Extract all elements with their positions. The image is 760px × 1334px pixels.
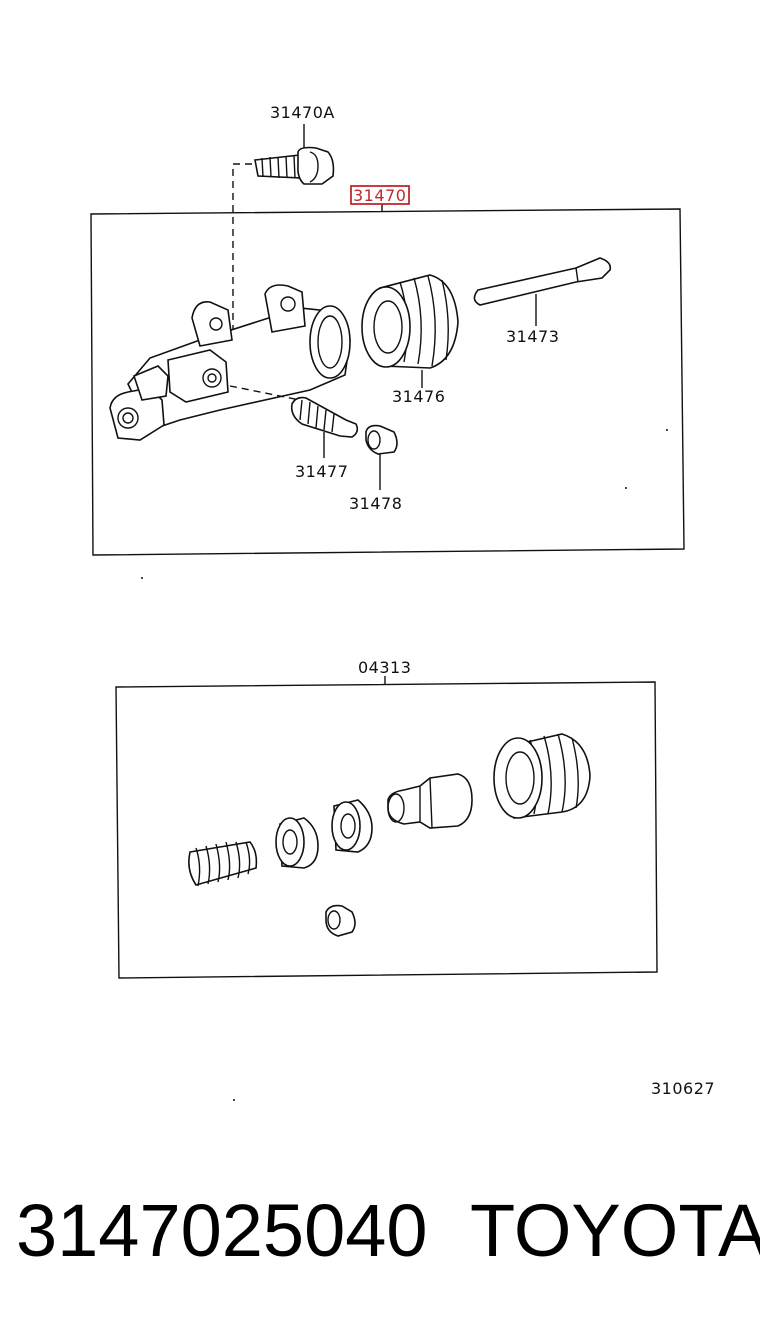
kit-boot-part [493, 733, 591, 819]
label-31477: 31477 [295, 462, 348, 481]
kit-cap-part [325, 904, 356, 937]
figure-code: 310627 [651, 1079, 715, 1098]
piston-part [387, 773, 473, 829]
repair-kit-group [115, 676, 658, 979]
label-31473: 31473 [506, 327, 559, 346]
seal-ring-part [331, 799, 373, 853]
boot-part [361, 274, 459, 388]
label-04313: 04313 [358, 658, 411, 677]
alignment-dash [232, 163, 252, 330]
label-31470A: 31470A [270, 103, 335, 122]
label-31478: 31478 [349, 494, 402, 513]
assembly-frame [90, 208, 685, 556]
label-31476: 31476 [392, 387, 445, 406]
brand-caption: TOYOTA [470, 1189, 760, 1272]
part-number-caption: 3147025040 [16, 1189, 428, 1272]
cylinder-body [109, 284, 351, 441]
bleeder-cap-part [365, 424, 398, 490]
assembly-group [90, 124, 685, 556]
bleeder-plug-part [290, 396, 359, 458]
seal-cup-part [275, 817, 319, 869]
highlight-box [350, 185, 410, 205]
label-31470: 31470 [353, 186, 406, 205]
push-rod-part [473, 257, 612, 326]
spring-part [188, 841, 258, 887]
kit-frame [115, 681, 658, 979]
bolt-part [254, 124, 335, 185]
